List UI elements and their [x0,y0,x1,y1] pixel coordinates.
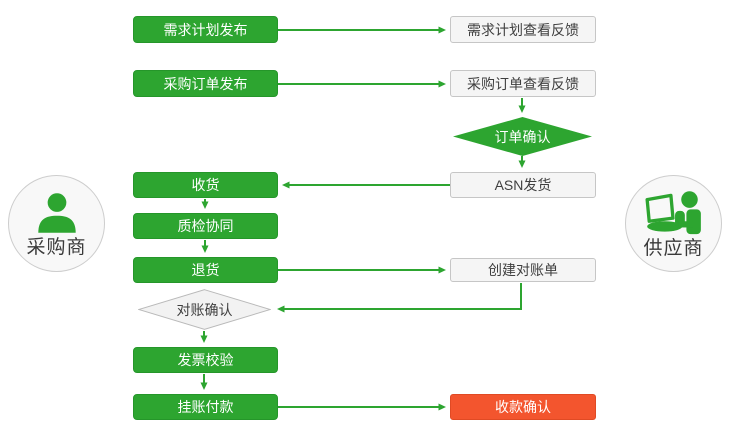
node-receive: 收货 [133,172,278,198]
node-statement-confirm: 对账确认 [138,289,271,330]
actor-buyer-label: 采购商 [26,236,87,258]
node-asn-ship-label: ASN发货 [494,177,552,193]
edge-create-statement-to-statement-confirm [277,283,522,313]
node-invoice-verify-label: 发票校验 [177,352,234,368]
node-create-statement: 创建对账单 [450,258,596,282]
node-po-feedback-label: 采购订单查看反馈 [467,75,579,92]
node-demand-publish: 需求计划发布 [133,16,278,43]
node-order-confirm-label: 订单确认 [494,128,551,145]
node-return-goods: 退货 [133,257,278,283]
node-demand-feedback-label: 需求计划查看反馈 [467,21,579,38]
node-return-goods-label: 退货 [191,262,220,278]
node-invoice-verify: 发票校验 [133,347,278,373]
node-demand-publish-label: 需求计划发布 [163,21,248,38]
node-quality-collab: 质检协同 [133,213,278,239]
node-receipt-confirm: 收款确认 [450,394,596,420]
order-confirm-diamond-shape [453,117,592,156]
node-receive-label: 收货 [191,177,220,193]
buyer-person-icon [37,192,76,233]
node-create-statement-label: 创建对账单 [488,262,558,278]
actor-supplier: 供应商 [625,175,722,272]
statement-confirm-diamond-shape [138,289,271,330]
node-asn-ship: ASN发货 [450,172,596,198]
node-po-feedback: 采购订单查看反馈 [450,70,596,97]
node-po-publish-label: 采购订单发布 [163,75,248,92]
node-order-confirm: 订单确认 [453,117,592,156]
node-statement-confirm-label: 对账确认 [176,301,233,318]
node-quality-collab-label: 质检协同 [177,218,234,234]
node-receipt-confirm-label: 收款确认 [495,399,551,415]
node-demand-feedback: 需求计划查看反馈 [450,16,596,43]
node-po-publish: 采购订单发布 [133,70,278,97]
node-payment-on-account: 挂账付款 [133,394,278,420]
node-payment-on-account-label: 挂账付款 [177,399,234,415]
actor-supplier-label: 供应商 [643,237,704,259]
supplier-laptop-person-icon [644,190,701,234]
actor-buyer: 采购商 [8,175,105,272]
